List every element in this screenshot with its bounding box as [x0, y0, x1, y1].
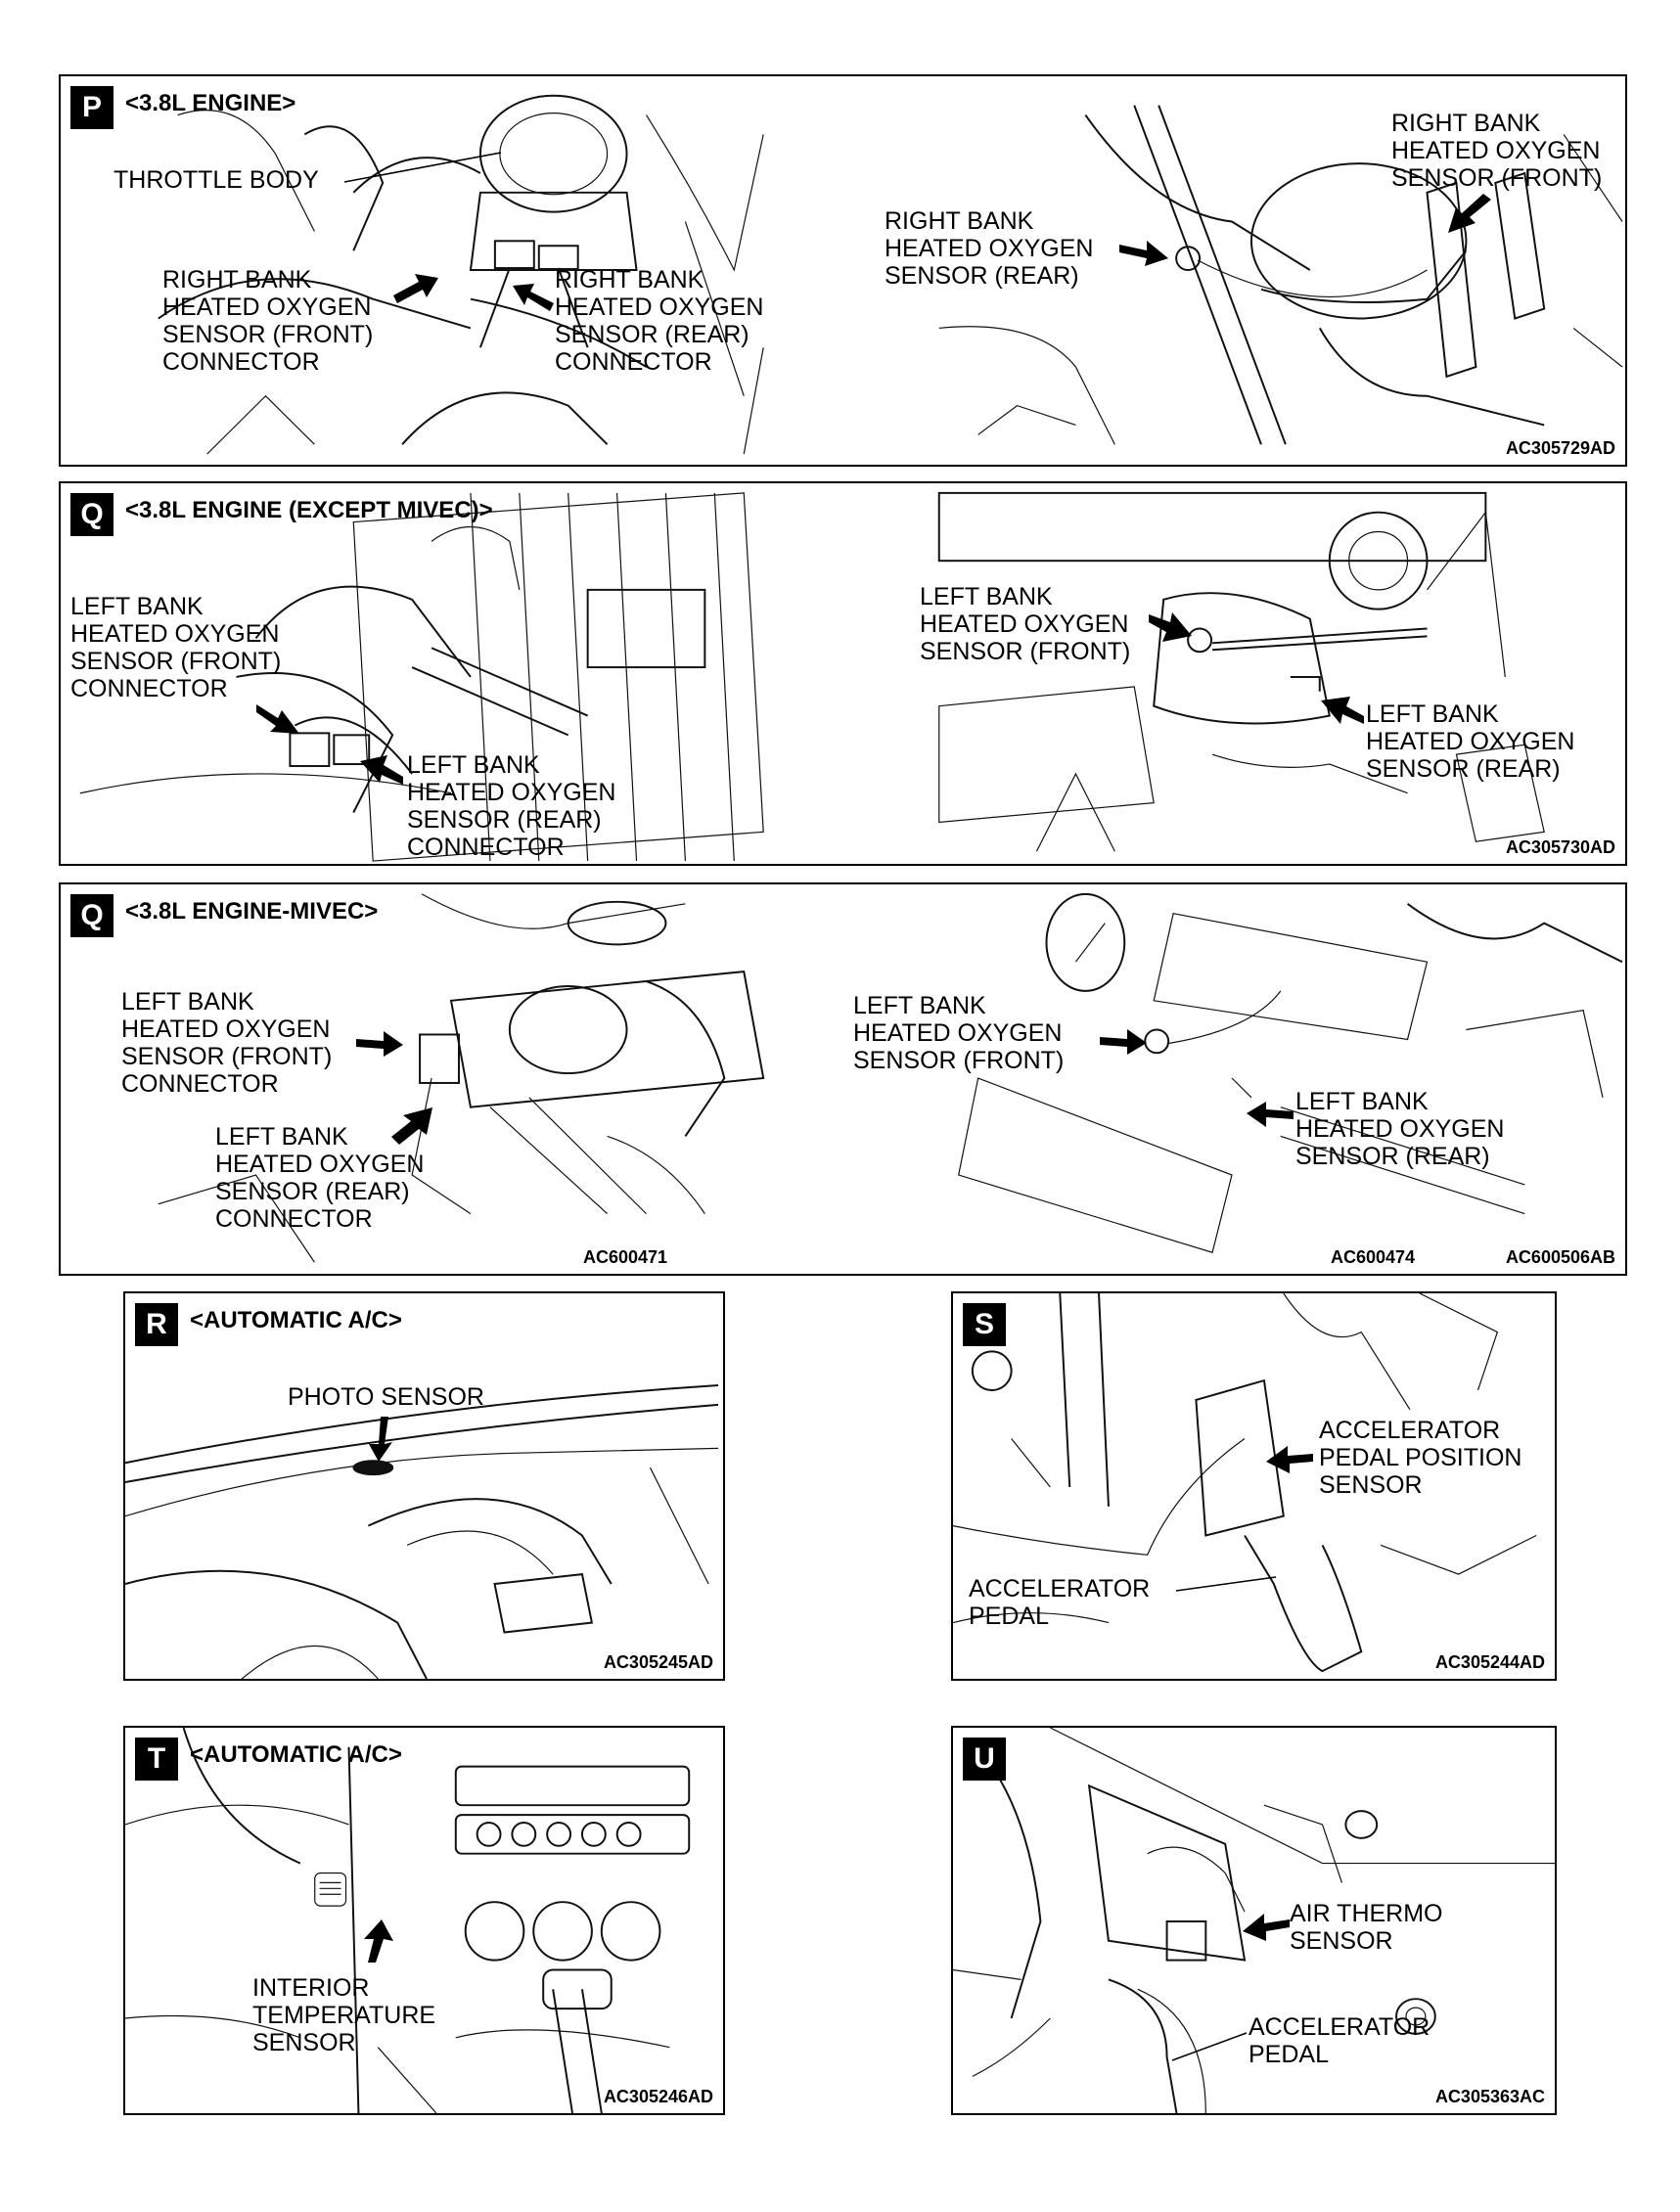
arrow-icon [1247, 1102, 1294, 1127]
panel-heading: <3.8L ENGINE> [125, 90, 296, 116]
arrow-icon [1448, 194, 1491, 233]
figure-code: AC305244AD [1434, 1652, 1545, 1672]
figure-code: AC305246AD [603, 2087, 713, 2106]
panel-heading: <3.8L ENGINE-MIVEC> [125, 898, 379, 925]
arrow-icon [1266, 1446, 1313, 1473]
panel-badge: S [963, 1303, 1006, 1346]
leader-line [1175, 1576, 1277, 1592]
arrow-icon [356, 1031, 403, 1057]
panel-heading: <AUTOMATIC A/C> [190, 1741, 402, 1768]
left-bank-rear-sensor-label: LEFT BANK HEATED OXYGEN SENSOR (REAR) [1366, 700, 1575, 783]
accelerator-pedal-label: ACCELERATOR PEDAL [1249, 2013, 1430, 2068]
arrow-icon [1100, 1029, 1147, 1055]
left-bank-front-connector-label: LEFT BANK HEATED OXYGEN SENSOR (FRONT) C… [70, 593, 282, 702]
arrow-icon [256, 704, 299, 734]
figure-code: AC305729AD [1505, 438, 1615, 458]
panel-r: R <AUTOMATIC A/C> PHOTO SENSOR AC305245A… [123, 1291, 725, 1681]
left-bank-rear-sensor-label: LEFT BANK HEATED OXYGEN SENSOR (REAR) [1295, 1088, 1505, 1170]
panel-badge: Q [70, 493, 114, 536]
pedal-illustration-s [953, 1293, 1537, 1673]
right-bank-front-connector-label: RIGHT BANK HEATED OXYGEN SENSOR (FRONT) … [162, 266, 374, 376]
arrow-icon [360, 755, 403, 785]
arrow-icon [1243, 1914, 1290, 1941]
pedal-illustration-u [953, 1728, 1555, 2113]
interior-temperature-sensor-label: INTERIOR TEMPERATURE SENSOR [252, 1974, 436, 2056]
left-bank-front-sensor-label: LEFT BANK HEATED OXYGEN SENSOR (FRONT) [853, 992, 1065, 1074]
engine-illustration-p [158, 94, 1623, 455]
left-bank-front-connector-label: LEFT BANK HEATED OXYGEN SENSOR (FRONT) C… [121, 988, 333, 1098]
left-bank-rear-connector-label: LEFT BANK HEATED OXYGEN SENSOR (REAR) CO… [215, 1123, 425, 1233]
arrow-icon [1149, 612, 1192, 642]
arrow-icon [1119, 241, 1168, 266]
figure-code: AC305363AC [1434, 2087, 1545, 2106]
dashboard-illustration-r [125, 1384, 719, 1679]
panel-heading: <AUTOMATIC A/C> [190, 1307, 402, 1333]
panel-q-mivec: Q <3.8L ENGINE-MIVEC> LEFT BANK HEATED O… [59, 882, 1627, 1276]
arrow-icon [513, 284, 554, 311]
panel-badge: T [135, 1738, 178, 1781]
arrow-icon [369, 1417, 392, 1462]
photo-sensor-label: PHOTO SENSOR [288, 1383, 484, 1411]
right-bank-rear-connector-label: RIGHT BANK HEATED OXYGEN SENSOR (REAR) C… [555, 266, 764, 376]
panel-t: T <AUTOMATIC A/C> INTERIOR TEMPERATURE S… [123, 1726, 725, 2115]
figure-code-mid: AC600474 [1331, 1247, 1416, 1267]
panel-u: U AIR THERMO SENSOR ACCELERATOR PEDAL AC… [951, 1726, 1557, 2115]
arrow-icon [391, 1107, 432, 1145]
panel-badge: P [70, 86, 114, 129]
leader-line [343, 152, 502, 183]
figure-code: AC305245AD [603, 1652, 713, 1672]
accelerator-pedal-position-sensor-label: ACCELERATOR PEDAL POSITION SENSOR [1319, 1417, 1522, 1499]
arrow-icon [364, 1919, 393, 1963]
panel-heading: <3.8L ENGINE (EXCEPT MIVEC)> [125, 497, 493, 523]
arrow-icon [1321, 697, 1364, 724]
engine-illustration-q1 [79, 491, 1545, 862]
right-bank-front-sensor-label: RIGHT BANK HEATED OXYGEN SENSOR (FRONT) [1391, 110, 1603, 192]
left-bank-rear-connector-label: LEFT BANK HEATED OXYGEN SENSOR (REAR) CO… [407, 751, 616, 861]
figure-code: AC305730AD [1505, 837, 1615, 857]
figure-code-left: AC600471 [583, 1247, 668, 1267]
dashboard-illustration-t [125, 1728, 691, 2113]
panel-badge: R [135, 1303, 178, 1346]
panel-badge: U [963, 1738, 1006, 1781]
figure-code: AC600506AB [1505, 1247, 1615, 1267]
throttle-body-label: THROTTLE BODY [114, 166, 319, 194]
panel-s: S ACCELERATOR PEDAL POSITION SENSOR ACCE… [951, 1291, 1557, 1681]
left-bank-front-sensor-label: LEFT BANK HEATED OXYGEN SENSOR (FRONT) [920, 583, 1131, 665]
right-bank-rear-sensor-label: RIGHT BANK HEATED OXYGEN SENSOR (REAR) [885, 207, 1094, 290]
panel-p: P <3.8L ENGINE> THROTTLE BODY RIGHT BANK… [59, 74, 1627, 467]
accelerator-pedal-label: ACCELERATOR PEDAL [969, 1575, 1151, 1630]
engine-illustration-q2 [158, 892, 1623, 1263]
arrow-icon [393, 274, 438, 303]
panel-q-except-mivec: Q <3.8L ENGINE (EXCEPT MIVEC)> LEFT BANK… [59, 481, 1627, 866]
leader-line [1171, 2032, 1248, 2061]
air-thermo-sensor-label: AIR THERMO SENSOR [1290, 1900, 1443, 1955]
panel-badge: Q [70, 894, 114, 937]
